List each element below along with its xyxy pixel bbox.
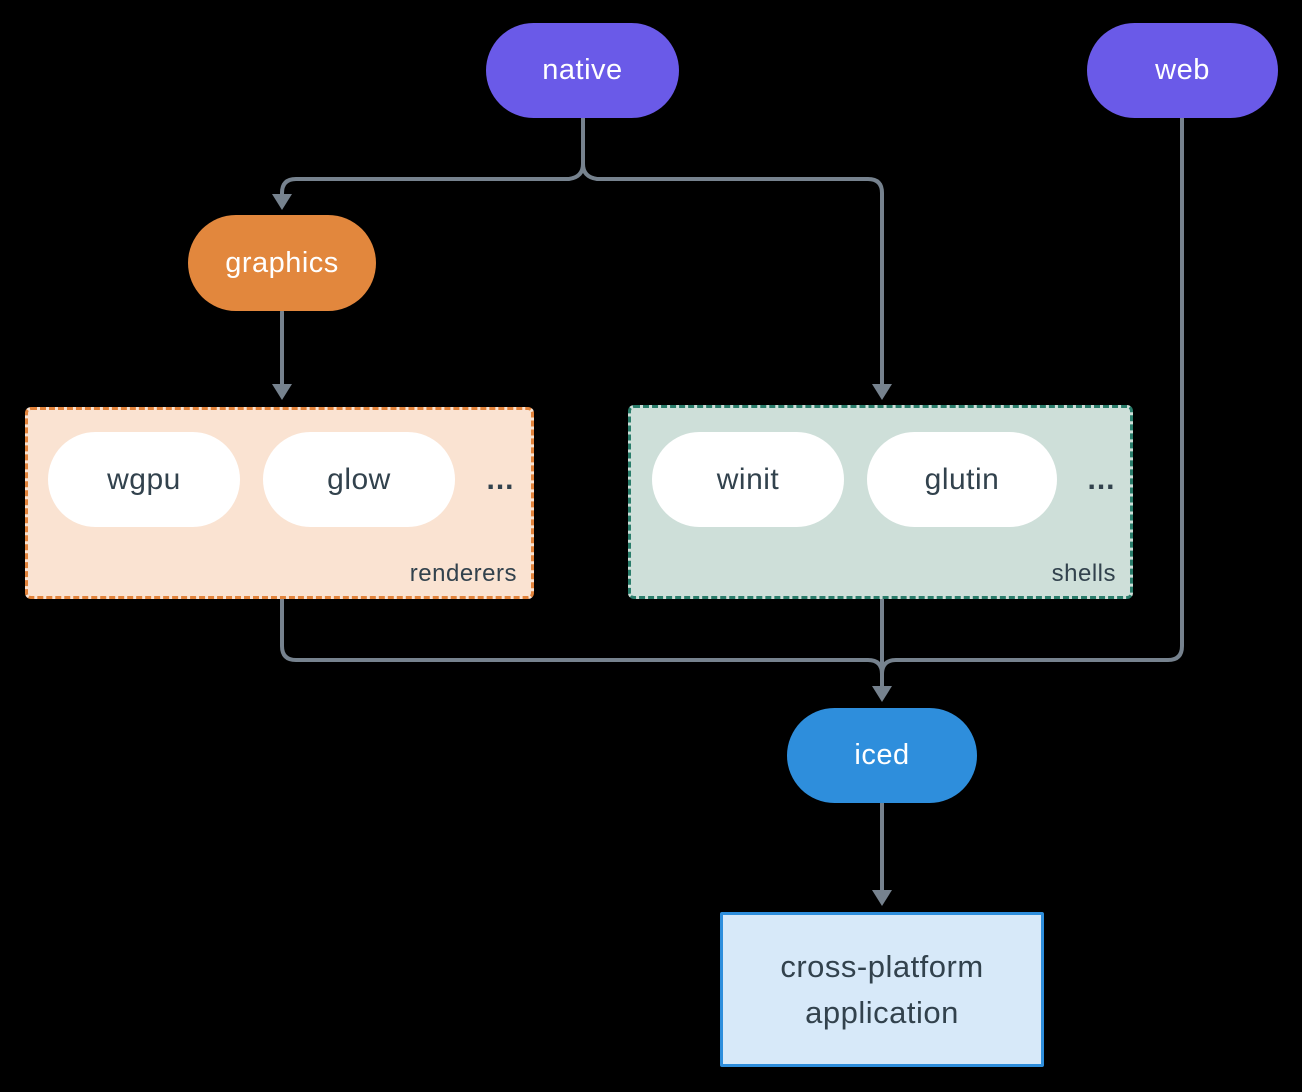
node-iced-label: iced [854,739,910,771]
node-cross-platform-application: cross-platform application [720,912,1044,1067]
group-renderers: wgpu glow ... renderers [25,407,534,599]
node-native: native [486,23,679,118]
node-native-label: native [542,54,623,86]
node-web: web [1087,23,1278,118]
node-graphics: graphics [188,215,376,311]
shells-group-label: shells [1051,560,1116,587]
renderers-ellipsis: ... [486,462,515,496]
app-label-line2: application [805,994,959,1030]
node-glutin: glutin [867,432,1057,527]
edge-renderers-iced [280,597,884,676]
node-web-label: web [1155,54,1210,86]
arrowhead-renderers [272,384,292,400]
node-winit: winit [652,432,844,527]
edge-native-graphics [280,116,585,198]
node-wgpu: wgpu [48,432,240,527]
node-iced: iced [787,708,977,803]
node-glow: glow [263,432,455,527]
arrowhead-graphics [272,194,292,210]
node-glow-label: glow [327,462,391,496]
edge-native-shells [581,116,884,388]
renderers-group-label: renderers [409,560,517,587]
node-glutin-label: glutin [924,462,1000,496]
node-graphics-label: graphics [225,246,339,279]
shells-ellipsis: ... [1087,462,1116,496]
app-label-line1: cross-platform [780,948,984,984]
arrowhead-shells [872,384,892,400]
arrowhead-iced [872,686,892,702]
node-winit-label: winit [716,462,780,496]
group-shells: winit glutin ... shells [628,405,1133,599]
arrowhead-app [872,890,892,906]
node-wgpu-label: wgpu [107,462,181,496]
